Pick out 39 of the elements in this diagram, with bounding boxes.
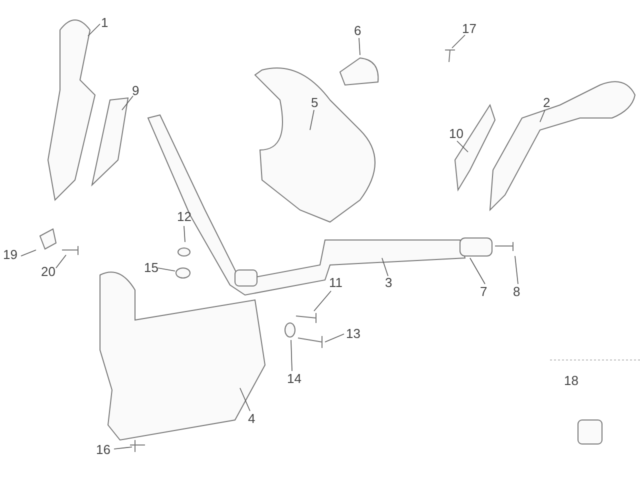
callout-number: 14 [287, 372, 302, 386]
callout-number: 1 [101, 16, 108, 30]
leader-line [290, 340, 292, 372]
leader-line [158, 268, 176, 272]
leader-line [114, 446, 132, 450]
callout-number: 5 [311, 96, 318, 110]
callout-number: 19 [3, 248, 18, 262]
leader-line [88, 24, 100, 36]
callout-number: 2 [543, 96, 550, 110]
callout-number: 3 [385, 276, 392, 290]
leader-line [122, 96, 134, 110]
leader-line [310, 110, 314, 130]
leader-line [382, 258, 388, 276]
leader-line [184, 226, 186, 242]
leader-line [314, 290, 332, 312]
leader-line [470, 258, 486, 284]
leader-line [358, 38, 360, 56]
callout-number: 16 [96, 443, 110, 457]
callout-number: 20 [41, 265, 56, 279]
callout-number: 17 [462, 22, 476, 36]
leader-line [20, 250, 36, 256]
leader-line [452, 34, 466, 48]
callout-number: 15 [144, 261, 158, 275]
leader-line [324, 334, 344, 342]
leader-line [540, 110, 546, 122]
callout-number: 12 [177, 210, 192, 224]
callout-number: 4 [248, 412, 256, 426]
leader-line [240, 388, 250, 412]
callout-number: 13 [346, 327, 360, 341]
leader-line [456, 140, 468, 152]
leader-line [56, 254, 66, 268]
callout-number: 7 [480, 285, 488, 299]
callout-number: 18 [564, 374, 578, 388]
leader-line [514, 256, 518, 284]
callout-number: 6 [354, 24, 362, 38]
callout-number: 10 [449, 127, 464, 141]
callout-number: 11 [329, 276, 342, 290]
callout-number: 8 [513, 285, 520, 299]
callout-number: 9 [132, 84, 140, 98]
